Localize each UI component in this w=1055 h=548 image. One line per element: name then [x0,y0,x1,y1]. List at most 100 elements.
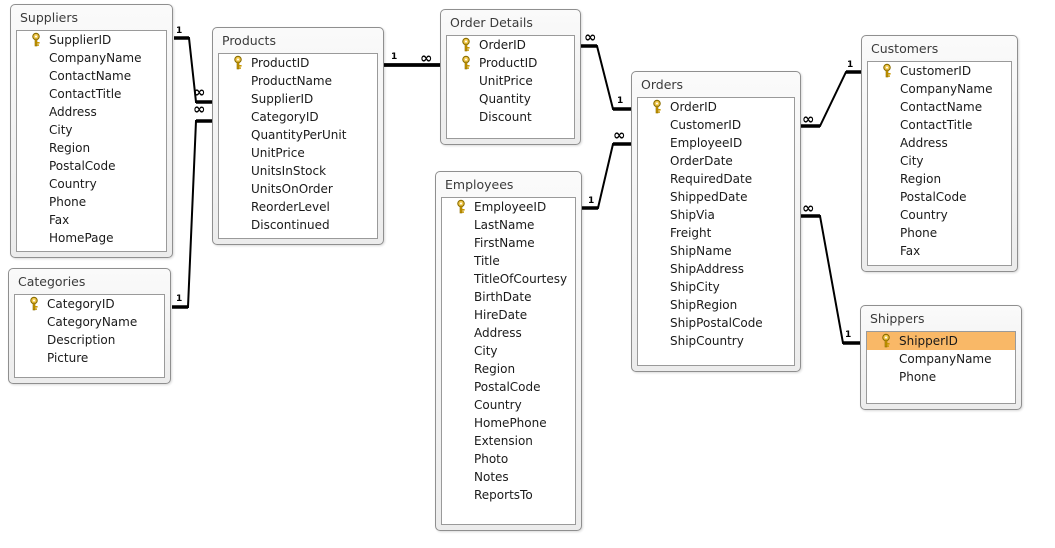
field-row[interactable]: ShipAddress [638,260,794,278]
field-row[interactable]: UnitPrice [219,144,377,162]
field-row[interactable]: ContactTitle [868,116,1011,134]
field-row[interactable]: Country [868,206,1011,224]
field-row[interactable]: CompanyName [17,49,166,67]
field-row[interactable]: ShippedDate [638,188,794,206]
field-row[interactable]: LastName [442,216,575,234]
field-row[interactable]: Quantity [447,90,574,108]
field-row[interactable]: EmployeeID [638,134,794,152]
field-row[interactable]: OrderID [447,36,574,54]
field-row[interactable]: UnitsInStock [219,162,377,180]
field-row[interactable]: ReorderLevel [219,198,377,216]
field-row[interactable]: SupplierID [219,90,377,108]
table-title[interactable]: Order Details [450,15,533,30]
field-row[interactable]: OrderDate [638,152,794,170]
field-row[interactable]: CustomerID [638,116,794,134]
field-row[interactable]: BirthDate [442,288,575,306]
field-row[interactable]: Description [15,331,164,349]
field-row[interactable]: Title [442,252,575,270]
field-row[interactable]: ProductID [219,54,377,72]
field-row[interactable]: ShipCountry [638,332,794,350]
table-title[interactable]: Products [222,33,276,48]
table-title[interactable]: Orders [641,77,684,92]
field-row[interactable]: Extension [442,432,575,450]
field-row[interactable]: Discontinued [219,216,377,234]
field-row[interactable]: ContactName [17,67,166,85]
field-row[interactable]: Region [442,360,575,378]
relationship-line-orders-order-details[interactable] [581,45,631,110]
table-title[interactable]: Shippers [870,311,925,326]
field-row[interactable]: Country [17,175,166,193]
field-row[interactable]: Phone [17,193,166,211]
table-title[interactable]: Suppliers [20,10,79,25]
field-row[interactable]: ProductID [447,54,574,72]
field-row[interactable]: Freight [638,224,794,242]
field-row[interactable]: PostalCode [868,188,1011,206]
table-title[interactable]: Employees [445,177,514,192]
field-row[interactable]: CategoryID [219,108,377,126]
field-row[interactable]: CustomerID [868,62,1011,80]
field-row[interactable]: CategoryID [15,295,164,313]
field-row[interactable]: CompanyName [867,350,1015,368]
table-title[interactable]: Customers [871,41,939,56]
field-row[interactable]: Region [17,139,166,157]
field-row[interactable]: SupplierID [17,31,166,49]
field-row[interactable]: Photo [442,450,575,468]
field-row[interactable]: ProductName [219,72,377,90]
field-row[interactable]: PostalCode [442,378,575,396]
field-row[interactable]: Picture [15,349,164,367]
field-row[interactable]: HireDate [442,306,575,324]
relationship-line-shippers-orders[interactable] [801,215,860,344]
field-row[interactable]: Discount [447,108,574,126]
field-row[interactable]: Notes [442,468,575,486]
field-row[interactable]: ShipPostalCode [638,314,794,332]
field-row[interactable]: Region [868,170,1011,188]
field-row[interactable]: ShipName [638,242,794,260]
field-row[interactable]: CompanyName [868,80,1011,98]
field-row[interactable]: Phone [867,368,1015,386]
field-row[interactable]: Address [17,103,166,121]
table-title[interactable]: Categories [18,274,86,289]
field-row[interactable]: City [868,152,1011,170]
field-row[interactable]: ReportsTo [442,486,575,504]
field-row[interactable]: TitleOfCourtesy [442,270,575,288]
field-row[interactable]: ContactName [868,98,1011,116]
field-row[interactable]: City [442,342,575,360]
field-row[interactable]: UnitsOnOrder [219,180,377,198]
field-row[interactable]: ShipCity [638,278,794,296]
field-row[interactable]: QuantityPerUnit [219,126,377,144]
field-row[interactable]: HomePage [17,229,166,247]
field-row[interactable]: HomePhone [442,414,575,432]
field-row[interactable]: CategoryName [15,313,164,331]
field-row[interactable]: ShipperID [867,332,1015,350]
field-row[interactable]: UnitPrice [447,72,574,90]
field-row[interactable]: EmployeeID [442,198,575,216]
relationship-line-categories-products[interactable] [172,120,212,308]
field-row[interactable]: OrderID [638,98,794,116]
field-row[interactable]: ShipRegion [638,296,794,314]
field-row[interactable]: ContactTitle [17,85,166,103]
field-row[interactable]: Address [442,324,575,342]
field-row[interactable]: Address [868,134,1011,152]
field-row[interactable]: City [17,121,166,139]
field-row[interactable]: ShipVia [638,206,794,224]
field-row[interactable]: Fax [17,211,166,229]
field-row[interactable]: Phone [868,224,1011,242]
field-row[interactable]: Fax [868,242,1011,260]
field-row[interactable]: Country [442,396,575,414]
field-row[interactable]: FirstName [442,234,575,252]
